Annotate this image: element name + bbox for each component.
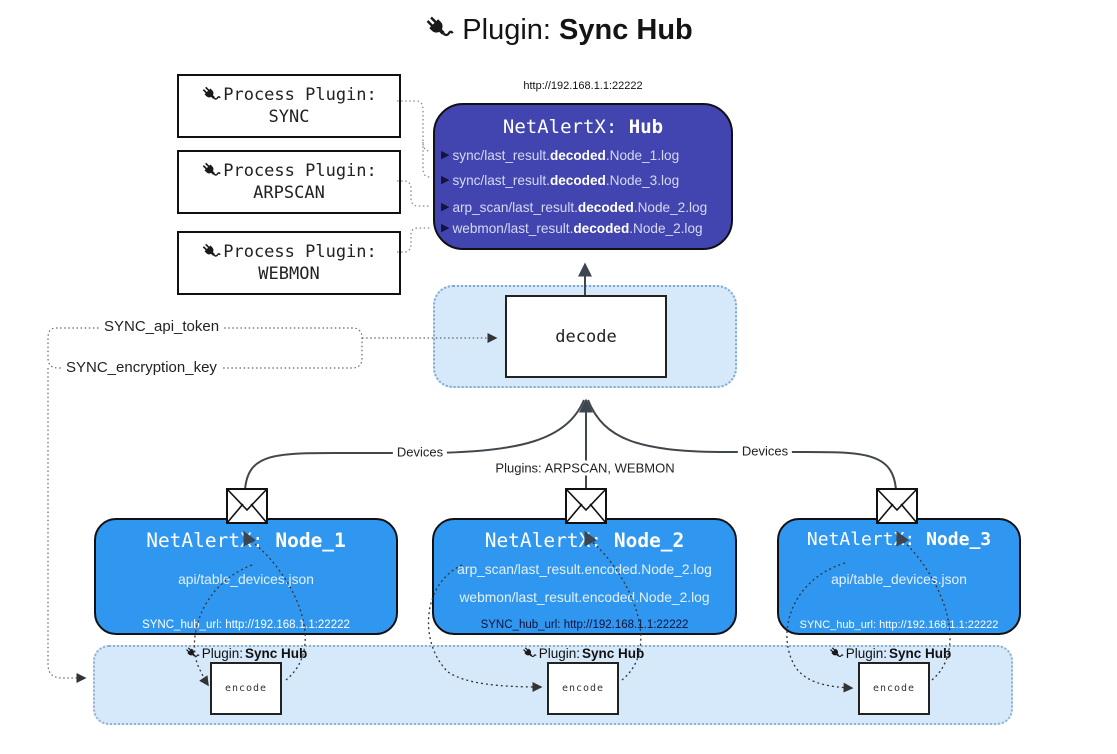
encode-box: encode [547, 662, 619, 715]
page-title: Plugin: Sync Hub [0, 14, 1117, 47]
node-1-box: NetAlertX: Node_1 api/table_devices.json… [94, 518, 398, 635]
edge-label-devices-right: Devices [737, 443, 793, 459]
hub-box: NetAlertX: Hub ▶sync/last_result.decoded… [433, 103, 733, 250]
triangle-icon: ▶ [441, 221, 450, 234]
node-hub-url: SYNC_hub_url: http://192.168.1.1:22222 [142, 619, 350, 631]
hub-title: NetAlertX: Hub [435, 116, 731, 138]
process-plugin-label: Process Plugin: [223, 161, 377, 181]
plug-icon [201, 85, 221, 105]
node-file: webmon/last_result.encoded.Node_2.log [459, 590, 710, 605]
node-3-box: NetAlertX: Node_3 api/table_devices.json… [777, 518, 1021, 635]
node-hub-url: SYNC_hub_url: http://192.168.1.1:22222 [480, 619, 689, 631]
encode-box: encode [210, 662, 282, 715]
node-file: arp_scan/last_result.encoded.Node_2.log [457, 562, 712, 577]
node-2-box: NetAlertX: Node_2 arp_scan/last_result.e… [432, 518, 737, 635]
setting-sync-encryption-key: SYNC_encryption_key [62, 359, 221, 376]
process-plugin-name: WEBMON [258, 264, 320, 284]
plug-icon [201, 161, 221, 181]
node-title: NetAlertX: Node_3 [806, 529, 992, 550]
edge-label-plugins: Plugins: ARPSCAN, WEBMON [491, 460, 679, 476]
plug-icon [201, 242, 221, 262]
encode-box: encode [858, 662, 930, 715]
node-hub-url: SYNC_hub_url: http://192.168.1.1:22222 [799, 619, 999, 631]
decode-box: decode [505, 295, 667, 378]
encoder-label: Plugin: Sync Hub [829, 646, 951, 661]
triangle-icon: ▶ [441, 200, 450, 213]
encoder-label: Plugin: Sync Hub [522, 646, 644, 661]
triangle-icon: ▶ [441, 173, 450, 186]
plug-icon [424, 14, 454, 44]
hub-log-line: ▶arp_scan/last_result.decoded.Node_2.log [441, 199, 708, 215]
hub-url: http://192.168.1.1:22222 [523, 80, 643, 92]
title-name: Sync Hub [559, 14, 693, 46]
edge-label-devices-left: Devices [392, 444, 448, 460]
hub-title-prefix: NetAlertX: [502, 116, 629, 138]
process-to-hub-connectors [397, 100, 431, 253]
hub-log-line: ▶sync/last_result.decoded.Node_3.log [441, 172, 680, 188]
plug-icon [829, 646, 844, 661]
process-plugin-webmon: Process Plugin: WEBMON [177, 231, 401, 295]
plug-icon [185, 646, 200, 661]
hub-title-name: Hub [628, 116, 664, 138]
process-plugin-sync: Process Plugin: SYNC [177, 74, 401, 138]
triangle-icon: ▶ [441, 148, 450, 161]
node-title: NetAlertX: Node_1 [146, 529, 346, 552]
node-file: api/table_devices.json [831, 572, 967, 587]
process-plugin-name: ARPSCAN [253, 183, 325, 203]
process-plugin-label: Process Plugin: [223, 242, 377, 262]
plug-icon [522, 646, 537, 661]
title-prefix: Plugin: [462, 14, 560, 46]
process-plugin-label: Process Plugin: [223, 85, 377, 105]
hub-log-line: ▶sync/last_result.decoded.Node_1.log [441, 147, 680, 163]
process-plugin-arpscan: Process Plugin: ARPSCAN [177, 150, 401, 214]
node-file: api/table_devices.json [178, 572, 314, 587]
hub-log-line: ▶webmon/last_result.decoded.Node_2.log [441, 220, 703, 236]
setting-sync-api-token: SYNC_api_token [100, 318, 224, 335]
process-plugin-name: SYNC [268, 107, 310, 127]
node-title: NetAlertX: Node_2 [484, 529, 685, 552]
encoder-label: Plugin: Sync Hub [185, 646, 307, 661]
